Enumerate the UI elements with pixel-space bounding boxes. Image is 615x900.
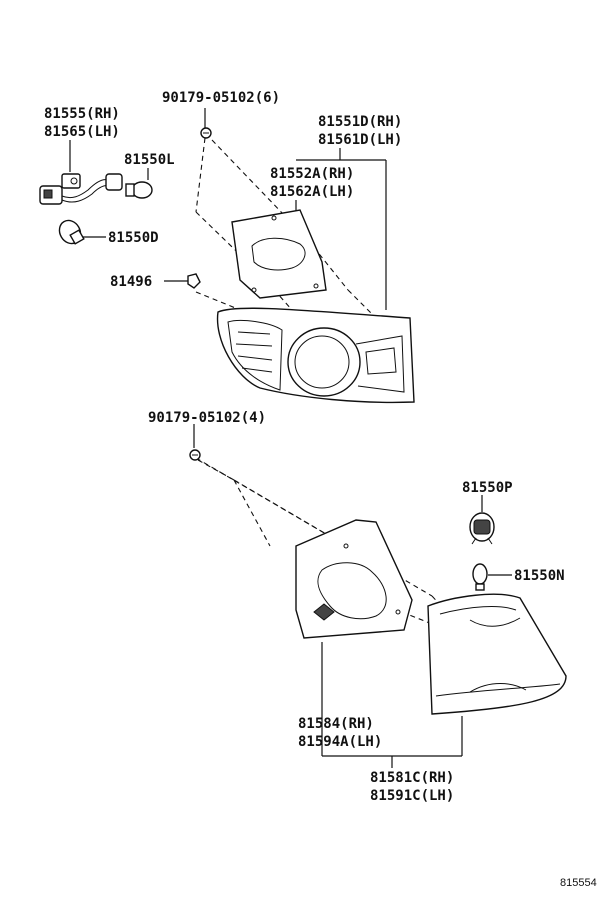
callout-gasket-rh: 81552A(RH) (270, 166, 354, 182)
bulb-81550n-part (472, 563, 488, 591)
leader-lines-upper (69, 108, 387, 310)
screw-lower-part (189, 449, 201, 461)
screw-upper-part (200, 127, 212, 139)
callout-bulb-81550n: 81550N (514, 568, 565, 584)
callout-gasket2-lh: 81594A(LH) (298, 734, 382, 750)
callout-socket-rh: 81555(RH) (44, 106, 120, 122)
socket-harness-part (39, 173, 123, 205)
callout-bulb-81550d: 81550D (108, 230, 159, 246)
bulb-81550d-part (58, 219, 85, 245)
callout-clip: 81496 (110, 274, 152, 290)
outer-lens-upper-part (216, 307, 415, 404)
callout-lens-rh: 81551D(RH) (318, 114, 402, 130)
callout-lens2-lh: 81591C(LH) (370, 788, 454, 804)
socket-81550p-part (469, 512, 495, 545)
callout-gasket2-rh: 81584(RH) (298, 716, 374, 732)
diagram-reference-number: 815554 (560, 877, 597, 889)
callout-lens-lh: 81561D(LH) (318, 132, 402, 148)
callout-bulb-81550l: 81550L (124, 152, 175, 168)
gasket-upper-part (231, 209, 327, 299)
callout-screw-lower: 90179-05102(4) (148, 410, 266, 426)
clip-part (187, 273, 201, 289)
inner-lens-lower-part (427, 593, 567, 715)
callout-gasket-lh: 81562A(LH) (270, 184, 354, 200)
callout-lens2-rh: 81581C(RH) (370, 770, 454, 786)
callout-bulb-81550p: 81550P (462, 480, 513, 496)
leader-lines-lower (193, 424, 512, 768)
bulb-81550l-part (125, 181, 153, 199)
callout-socket-lh: 81565(LH) (44, 124, 120, 140)
callout-screw-upper: 90179-05102(6) (162, 90, 280, 106)
gasket-lower-part (295, 519, 413, 639)
